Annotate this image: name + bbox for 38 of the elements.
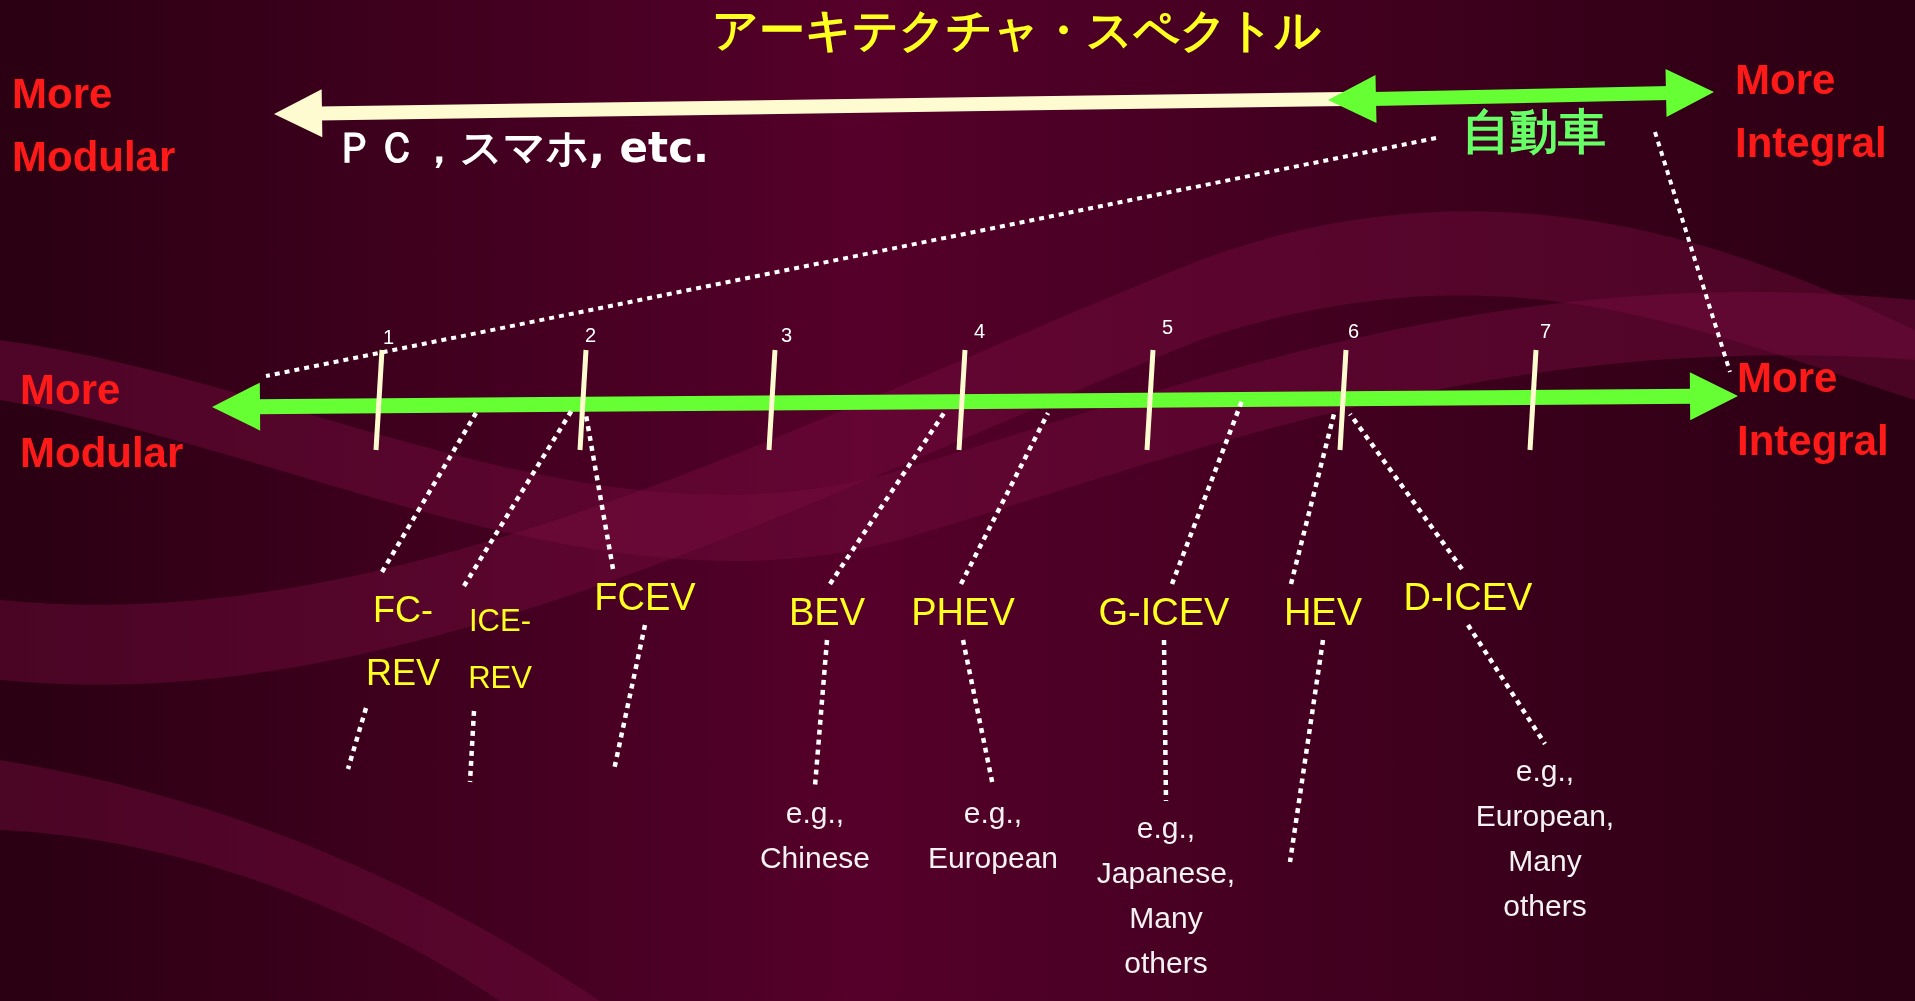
leader-line	[1161, 639, 1169, 802]
vehicle-type-label: HEV	[1282, 590, 1364, 635]
example-text: e.g., European, Many others	[1474, 753, 1616, 924]
example-text: e.g., Chinese	[758, 795, 872, 876]
leader-line	[1466, 623, 1547, 746]
vehicle-type-label: PHEV	[910, 590, 1016, 635]
example-text: e.g., Japanese, Many others	[1095, 810, 1237, 981]
leader-line	[1288, 413, 1337, 585]
tick-number: 6	[1348, 320, 1360, 343]
tick-number: 2	[585, 324, 597, 347]
leader-line	[380, 411, 478, 574]
axis-end-label: More Integral	[1735, 55, 1888, 168]
leader-line	[1348, 412, 1464, 571]
leader-line	[1287, 639, 1326, 863]
tick-number: 7	[1540, 320, 1552, 343]
vehicle-type-label: FCEV	[593, 575, 697, 620]
category-label: ＰＣ，スマホ, etc.	[334, 124, 709, 173]
tick-number: 4	[974, 320, 986, 343]
vehicle-type-label: ICE-REV	[467, 602, 533, 698]
leader-line	[959, 411, 1050, 586]
leader-line	[462, 408, 574, 588]
example-text: e.g., European	[926, 795, 1060, 876]
title: アーキテクチャ・スペクトル	[711, 4, 1321, 57]
tick-number: 1	[383, 326, 395, 349]
axis-end-label: More Integral	[1737, 353, 1890, 466]
axis-end-label: More Modular	[12, 69, 177, 182]
vehicle-type-label: BEV	[787, 590, 866, 635]
tick-number: 5	[1162, 316, 1174, 339]
vehicle-type-label: FC-REV	[365, 588, 441, 695]
leader-line	[467, 710, 477, 783]
category-label: 自動車	[1462, 104, 1606, 160]
vehicle-type-label: G-ICEV	[1097, 590, 1231, 635]
leader-line	[583, 414, 616, 570]
leader-line	[345, 707, 369, 770]
axis-end-label: More Modular	[20, 365, 185, 478]
leader-line	[812, 639, 830, 787]
vehicle-type-label: D-ICEV	[1402, 575, 1534, 620]
tick-number: 3	[781, 324, 793, 347]
